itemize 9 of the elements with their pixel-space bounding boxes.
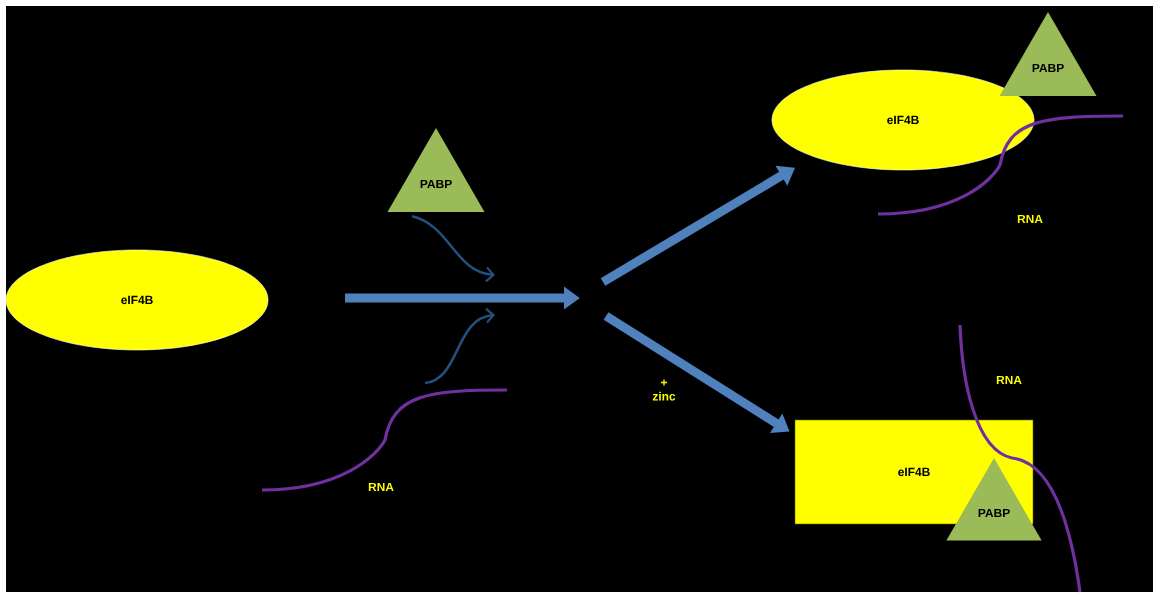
edge-label: + zinc [644, 376, 684, 404]
protein-triangle: PABP [999, 12, 1097, 96]
strand-label: RNA [996, 375, 1022, 385]
protein-triangle: PABP [946, 458, 1042, 541]
strand-label: RNA [1017, 214, 1043, 224]
arrow [411, 215, 495, 283]
strand-label: RNA [368, 482, 394, 492]
arrow [424, 307, 495, 385]
protein-triangle: PABP [387, 128, 485, 212]
